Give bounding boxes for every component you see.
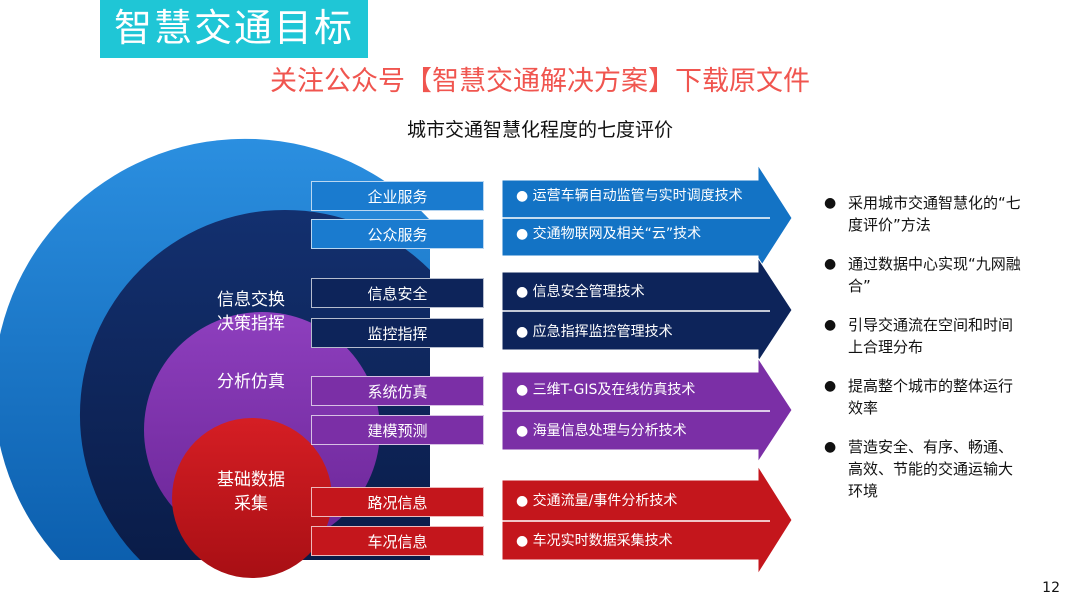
tech-security-management: ● 信息安全管理技术 <box>516 284 645 300</box>
level-label-collection: 基础数据 采集 <box>217 470 285 514</box>
category-enterprise-service: 企业服务 <box>311 181 484 211</box>
category-model-prediction: 建模预测 <box>311 415 484 445</box>
tech-big-data-analysis: ● 海量信息处理与分析技术 <box>516 423 687 439</box>
list-item: ●采用城市交通智慧化的“七度评价”方法 <box>824 194 1021 234</box>
category-system-simulation: 系统仿真 <box>311 376 484 406</box>
red-circle <box>172 418 332 578</box>
goal-bullet-list: ●采用城市交通智慧化的“七度评价”方法 ●通过数据中心实现“九网融合” ●引导交… <box>822 192 1022 519</box>
page-title: 智慧交通目标 <box>100 0 368 58</box>
list-item: ●引导交通流在空间和时间上合理分布 <box>824 316 1014 356</box>
bullet-icon: ● <box>824 195 837 211</box>
tech-emergency-command: ● 应急指挥监控管理技术 <box>516 324 673 340</box>
tech-vehicle-data-collection: ● 车况实时数据采集技术 <box>516 533 673 549</box>
diagram-title: 城市交通智慧化程度的七度评价 <box>406 119 673 141</box>
arrow-security <box>501 256 793 364</box>
category-public-service: 公众服务 <box>311 219 484 249</box>
bullet-icon: ● <box>824 439 837 455</box>
tech-traffic-flow-analysis: ● 交通流量/事件分析技术 <box>516 493 678 509</box>
list-item: ●提高整个城市的整体运行效率 <box>824 377 1014 417</box>
tech-vehicle-monitoring: ● 运营车辆自动监管与实时调度技术 <box>516 188 743 204</box>
page-number: 12 <box>1042 580 1060 596</box>
list-item: ●通过数据中心实现“九网融合” <box>824 255 1021 295</box>
level-label-simulation: 分析仿真 <box>217 372 285 392</box>
bullet-icon: ● <box>824 378 837 394</box>
tech-3d-tgis: ● 三维T-GIS及在线仿真技术 <box>516 382 696 398</box>
category-info-security: 信息安全 <box>311 278 484 308</box>
arrow-simulation <box>501 356 793 464</box>
bullet-icon: ● <box>824 317 837 333</box>
bullet-icon: ● <box>824 256 837 272</box>
category-vehicle-info: 车况信息 <box>311 526 484 556</box>
level-label-exchange: 信息交换 决策指挥 <box>217 290 285 334</box>
download-notice: 关注公众号【智慧交通解决方案】下载原文件 <box>270 66 810 97</box>
category-road-info: 路况信息 <box>311 487 484 517</box>
tech-iot-cloud: ● 交通物联网及相关“云”技术 <box>516 226 702 242</box>
category-monitor-command: 监控指挥 <box>311 318 484 348</box>
list-item: ●营造安全、有序、畅通、高效、节能的交通运输大环境 <box>824 438 1014 500</box>
arrow-data-collection <box>501 464 793 576</box>
